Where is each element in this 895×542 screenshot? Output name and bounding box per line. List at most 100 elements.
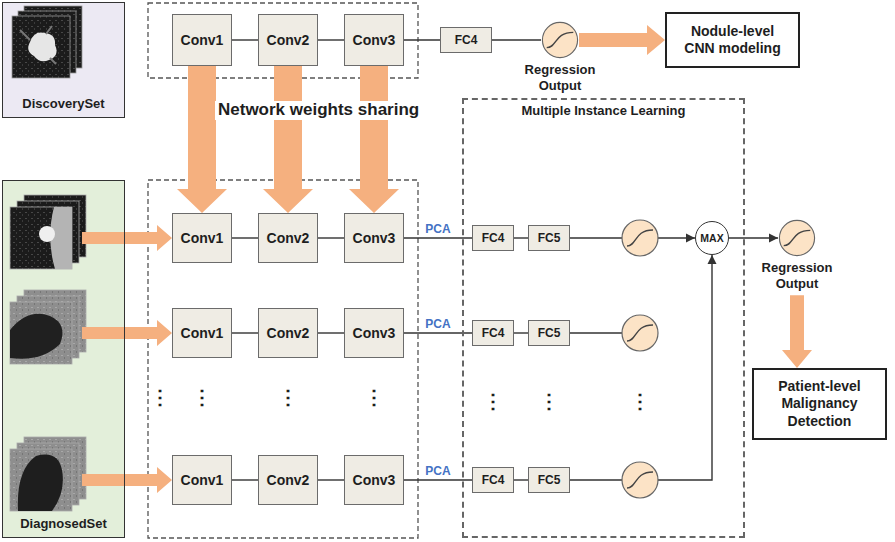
flow-arrow — [82, 320, 172, 346]
wire — [570, 332, 622, 333]
node-label: Conv1 — [181, 472, 224, 488]
node-label: Conv2 — [267, 32, 310, 48]
flow-arrow — [82, 225, 172, 251]
ellipsis-mark: ⋮ — [192, 386, 212, 408]
node-label: FC4 — [482, 473, 505, 487]
sigmoid-unit — [622, 315, 658, 351]
vessel — [20, 26, 56, 64]
sigmoid-unit — [622, 462, 658, 498]
node-label: MAX — [700, 232, 723, 244]
connector-line — [514, 332, 528, 333]
connector-line — [492, 39, 541, 40]
lung-region — [18, 455, 63, 511]
output-label: Regression Output — [518, 62, 602, 93]
node-label: Conv3 — [353, 472, 396, 488]
connector-line — [318, 332, 344, 333]
node-label: FC5 — [538, 473, 561, 487]
node-label: Conv2 — [267, 325, 310, 341]
connector — [514, 333, 528, 334]
ellipsis-mark: ⋮ — [539, 390, 559, 412]
sigmoid-unit — [779, 220, 814, 255]
fc-layer: FC5 — [528, 320, 570, 346]
ct-slice — [10, 207, 72, 269]
node-label: Conv3 — [353, 325, 396, 341]
arrowhead — [686, 234, 695, 243]
node-label: Conv1 — [181, 32, 224, 48]
flow-arrow — [349, 66, 399, 213]
connector — [232, 40, 258, 41]
node-label: Conv2 — [267, 230, 310, 246]
connector-line — [318, 237, 344, 238]
connector-line — [404, 39, 440, 40]
flow-arrow — [349, 66, 399, 213]
connector-line — [232, 332, 258, 333]
fc-layer: FC4 — [472, 467, 514, 493]
fc-layer: FC4 — [440, 27, 492, 53]
mil-group: Multiple Instance LearningFC4FC5FC4FC5FC… — [462, 98, 745, 538]
max-pool: MAX — [695, 221, 729, 255]
sigmoid-output: Regression Output — [778, 219, 816, 257]
node-label: Nodule-level CNN modeling — [675, 23, 790, 58]
fc-layer: FC5 — [528, 467, 570, 493]
ellipsis-mark: ⋮ — [278, 386, 298, 408]
node-label: FC4 — [482, 231, 505, 245]
conv-layer: Conv1 — [172, 308, 232, 358]
output-label: Regression Output — [755, 260, 839, 291]
ellipsis-mark: ⋮ — [483, 390, 503, 412]
conv-layer: Conv3 — [344, 308, 404, 358]
node-label: Patient-level Malignancy Detection — [762, 378, 877, 431]
node-label: DiagnosedSet — [20, 516, 107, 531]
connector — [318, 480, 344, 481]
node-label: Conv2 — [267, 472, 310, 488]
flow-arrow — [177, 66, 227, 213]
flow-arrow — [263, 66, 313, 213]
conv-layer: Conv1 — [172, 14, 232, 66]
edge-label: PCA — [423, 318, 452, 331]
connector — [514, 480, 528, 481]
sigmoid-unit — [542, 22, 577, 57]
node-label: Conv3 — [353, 230, 396, 246]
flow-arrow — [579, 25, 665, 55]
sigmoid-unit — [622, 220, 658, 256]
flow-arrow — [82, 225, 172, 251]
ellipsis-mark: ⋮ — [630, 390, 650, 412]
connector — [232, 238, 258, 239]
flow-arrow — [782, 295, 812, 368]
node-label: FC4 — [455, 33, 478, 47]
lung-region — [10, 314, 62, 359]
conv-layer: Conv3 — [344, 14, 404, 66]
flow-arrow — [579, 25, 665, 55]
edge-label: PCA — [423, 223, 452, 236]
fc-layer: FC5 — [528, 225, 570, 251]
arrowhead — [769, 234, 778, 243]
connector-line — [570, 255, 712, 480]
annotation: Network weights sharing — [215, 101, 422, 120]
connector — [318, 40, 344, 41]
sigmoid-icon — [778, 219, 816, 257]
sigmoid-curve — [627, 472, 653, 488]
connector — [729, 234, 778, 243]
conv-layer: Conv1 — [172, 455, 232, 505]
fc-layer: FC4 — [472, 225, 514, 251]
connector — [404, 40, 440, 41]
connector — [232, 333, 258, 334]
node-label: Conv1 — [181, 325, 224, 341]
connector — [492, 40, 541, 41]
node-label: FC5 — [538, 231, 561, 245]
connector — [318, 333, 344, 334]
ct-slice — [10, 302, 72, 364]
connector-line — [232, 39, 258, 40]
result-box: Nodule-level CNN modeling — [665, 12, 800, 68]
flow-arrow — [177, 66, 227, 213]
connector — [318, 238, 344, 239]
conv-layer: Conv3 — [344, 455, 404, 505]
ellipsis-mark: ⋮ — [150, 386, 170, 408]
result-box: Patient-level Malignancy Detection — [752, 368, 887, 440]
group-title: Multiple Instance Learning — [464, 103, 743, 118]
connector — [232, 480, 258, 481]
connector-line — [514, 237, 528, 238]
flow-arrow — [782, 295, 812, 368]
